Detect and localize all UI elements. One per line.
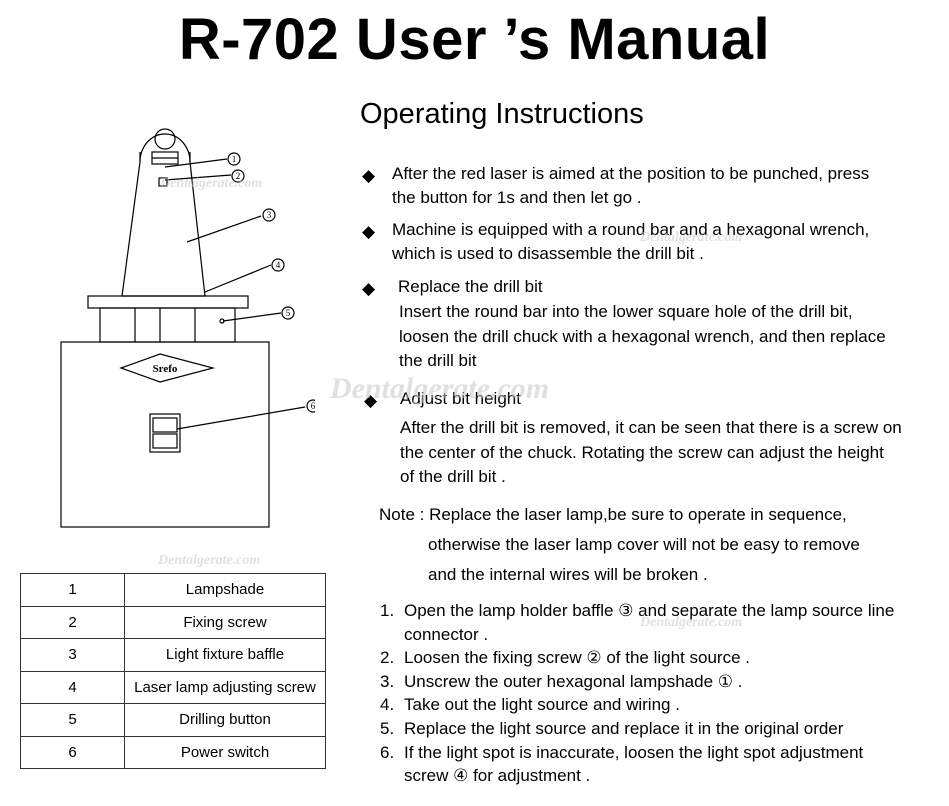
part-name: Fixing screw bbox=[124, 605, 326, 639]
step-3: 3. Unscrew the outer hexagonal lampshade… bbox=[380, 670, 945, 694]
step-5-line-1: Replace the light source and replace it … bbox=[404, 718, 844, 738]
part-name: Light fixture baffle bbox=[124, 638, 326, 672]
brand-badge-shape bbox=[119, 353, 216, 383]
bullet-1-line-1: After the red laser is aimed at the posi… bbox=[392, 164, 870, 183]
part-number: 5 bbox=[20, 703, 125, 737]
bullet-3-line-1: Insert the round bar into the lower squa… bbox=[399, 302, 853, 321]
bullet-4-line-3: of the drill bit . bbox=[400, 467, 506, 486]
part-name: Lampshade bbox=[124, 573, 326, 607]
machine-diagram: 1 2 3 4 5 6 Srefo bbox=[55, 112, 320, 537]
step-5: 5. Replace the light source and replace … bbox=[380, 717, 945, 741]
part-name: Laser lamp adjusting screw bbox=[124, 670, 326, 704]
callout-4: 4 bbox=[276, 260, 281, 270]
bullet-2-line-2: which is used to disassemble the drill b… bbox=[392, 244, 704, 263]
note-line-1: Note : Replace the laser lamp,be sure to… bbox=[379, 505, 847, 524]
step-2-line-1: Loosen the fixing screw ② of the light s… bbox=[404, 648, 750, 668]
part-number: 6 bbox=[20, 735, 125, 769]
step-1: 1. Open the lamp holder baffle ③ and sep… bbox=[380, 599, 945, 646]
step-6-line-2: screw ④ for adjustment . bbox=[404, 766, 591, 786]
lampshade-shape bbox=[139, 133, 191, 163]
step-number: 3. bbox=[380, 671, 395, 691]
bullet-4-line-1: After the drill bit is removed, it can b… bbox=[400, 418, 902, 437]
bullet-4-line-2: the center of the chuck. Rotating the sc… bbox=[400, 442, 884, 462]
note-line-2: otherwise the laser lamp cover will not … bbox=[428, 535, 860, 554]
step-3-line-1: Unscrew the outer hexagonal lampshade ① … bbox=[404, 671, 743, 691]
callout-2: 2 bbox=[236, 171, 241, 181]
watermark: Dentalgerate.com bbox=[330, 372, 550, 405]
bullet-3-line-3: the drill bit bbox=[399, 351, 477, 370]
watermark: Dentalgerate.com bbox=[640, 615, 743, 630]
step-number: 1. bbox=[380, 601, 395, 620]
watermark: Dentalgerate.com bbox=[158, 553, 261, 568]
step-6-line-1: If the light spot is inaccurate, loosen … bbox=[404, 742, 864, 762]
watermark: Dentalgerate.com bbox=[160, 176, 263, 191]
steps-list: 1. Open the lamp holder baffle ③ and sep… bbox=[380, 599, 945, 788]
diamond-bullet-icon: ◆ bbox=[362, 222, 376, 241]
bullet-4-title: Adjust bit height bbox=[400, 389, 521, 408]
page-title: R-702 User ’s Manual bbox=[178, 7, 771, 72]
part-number: 4 bbox=[20, 670, 125, 704]
step-4-line-1: Take out the light source and wiring . bbox=[404, 695, 680, 715]
step-1-line-1: Open the lamp holder baffle ③ and separa… bbox=[404, 601, 895, 620]
step-number: 6. bbox=[380, 742, 395, 762]
callout-5: 5 bbox=[286, 308, 291, 318]
step-number: 2. bbox=[380, 648, 395, 668]
power-switch-shape bbox=[149, 413, 181, 453]
bullet-3-title: Replace the drill bit bbox=[398, 277, 543, 296]
step-number: 5. bbox=[380, 718, 395, 738]
bullet-4-body: After the drill bit is removed, it can b… bbox=[400, 416, 949, 490]
step-2: 2. Loosen the fixing screw ② of the ligh… bbox=[380, 646, 945, 670]
step-number: 4. bbox=[380, 695, 395, 715]
note-line-3: and the internal wires will be broken . bbox=[428, 565, 708, 584]
callout-6: 6 bbox=[311, 401, 315, 411]
part-number: 3 bbox=[20, 638, 125, 672]
bullet-3-line-2: loosen the drill chuck with a hexagonal … bbox=[399, 326, 886, 346]
note-block: Note : Replace the laser lamp,be sure to… bbox=[379, 500, 860, 590]
brand-label: Srefo bbox=[153, 363, 178, 375]
machine-diagram-drawing: 1 2 3 4 5 6 Srefo bbox=[60, 128, 320, 528]
part-name: Power switch bbox=[124, 735, 326, 769]
step-4: 4. Take out the light source and wiring … bbox=[380, 693, 945, 717]
part-name: Drilling button bbox=[124, 703, 326, 737]
part-number: 2 bbox=[20, 605, 125, 639]
bullet-3-body: Insert the round bar into the lower squa… bbox=[399, 300, 949, 374]
diamond-bullet-icon: ◆ bbox=[362, 279, 376, 298]
callout-3: 3 bbox=[267, 210, 272, 220]
diamond-bullet-icon: ◆ bbox=[362, 166, 376, 185]
watermark: Dentalgerate.com bbox=[640, 230, 743, 245]
bullet-1-line-2: the button for 1s and then let go . bbox=[392, 188, 642, 207]
step-6: 6. If the light spot is inaccurate, loos… bbox=[380, 741, 945, 788]
machine-base-shape bbox=[60, 341, 270, 528]
section-heading: Operating Instructions bbox=[360, 98, 644, 130]
diamond-bullet-icon: ◆ bbox=[364, 391, 378, 410]
callout-1: 1 bbox=[232, 154, 237, 164]
step-1-line-2: connector . bbox=[404, 624, 489, 644]
bullet-2-line-1: Machine is equipped with a round bar and… bbox=[392, 220, 870, 239]
part-number: 1 bbox=[20, 573, 125, 607]
